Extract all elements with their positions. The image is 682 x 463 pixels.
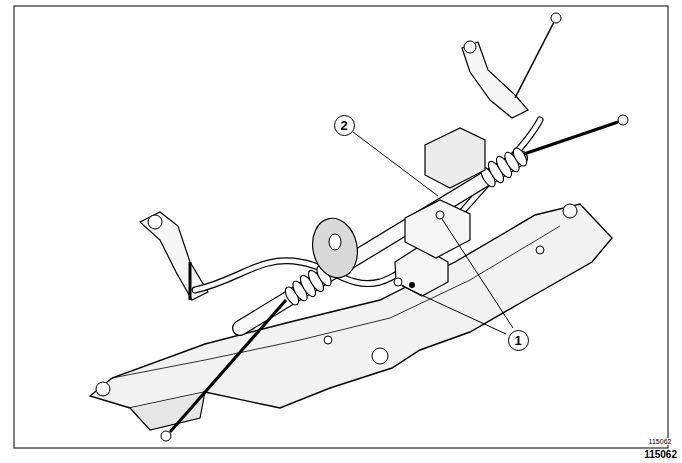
callout-number: 1	[514, 334, 521, 347]
ball-joint	[551, 13, 561, 23]
bracket-stud	[148, 215, 162, 229]
bracket-stud	[464, 41, 476, 53]
tie-rod	[170, 300, 286, 432]
figure-number: 115062	[648, 438, 673, 445]
subframe-arm	[130, 392, 205, 430]
bolt	[436, 211, 444, 219]
mount-bush	[563, 204, 577, 218]
frame	[14, 6, 668, 448]
bracket	[462, 42, 528, 118]
gaiter-fold	[511, 146, 530, 168]
leader-line	[442, 219, 513, 328]
bolt	[536, 246, 544, 254]
callout-circle: 1	[508, 330, 529, 351]
anti-roll-bar	[195, 120, 540, 290]
gaiter	[283, 146, 530, 307]
ball-joint	[161, 431, 171, 441]
mount-bush	[372, 348, 388, 364]
anti-roll-bar	[195, 120, 540, 290]
insulator	[307, 214, 363, 282]
assistance-unit	[425, 128, 485, 188]
bolt	[394, 278, 402, 286]
subframe	[90, 204, 612, 408]
bolt-head	[409, 282, 415, 288]
tie-rod	[524, 122, 618, 154]
insulator-hole	[329, 234, 341, 250]
rack-clamp	[405, 200, 470, 258]
leader-line	[402, 286, 506, 334]
figure-number: 115062	[643, 450, 678, 460]
leader-line	[353, 132, 438, 196]
callout-number: 2	[340, 119, 347, 132]
link-rod	[515, 22, 554, 98]
callout-circle: 2	[334, 115, 355, 136]
ball-joint	[618, 115, 628, 125]
link-rod	[189, 262, 192, 300]
mount-bush	[96, 382, 110, 396]
bolt	[324, 336, 332, 344]
